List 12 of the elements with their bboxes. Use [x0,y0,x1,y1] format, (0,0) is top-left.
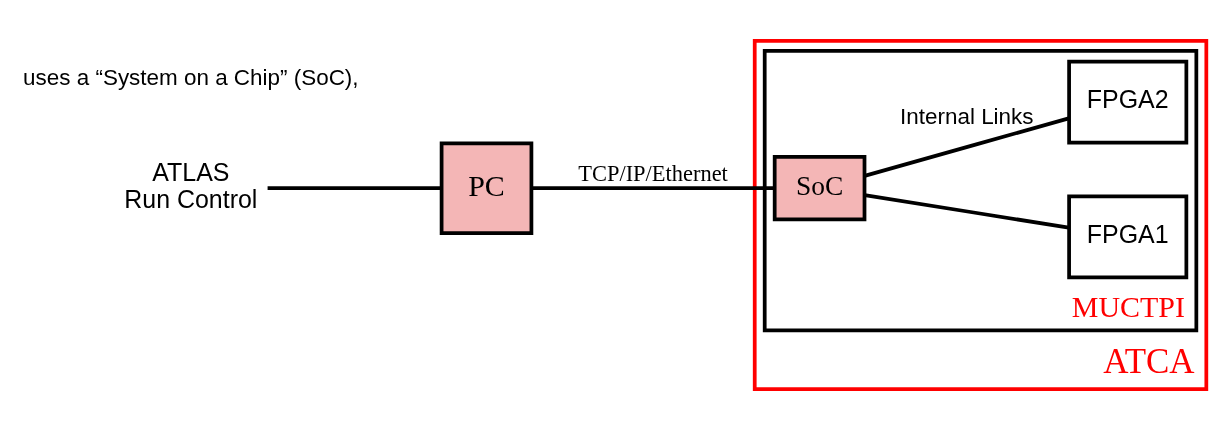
connector [864,116,1070,178]
connector [267,185,442,190]
edge-label: Internal Links [900,103,1034,129]
connector [531,185,775,190]
label: uses a “System on a Chip” (SoC), [23,64,359,90]
node-box: FPGA1 [1067,193,1189,279]
node-text: ATLAS Run Control [124,157,258,213]
edge-label: TCP/IP/Ethernet [578,160,728,186]
node-box: PC [439,140,534,235]
connector [864,192,1069,229]
node-box: SoC [772,154,867,221]
node-box: FPGA2 [1067,59,1189,144]
